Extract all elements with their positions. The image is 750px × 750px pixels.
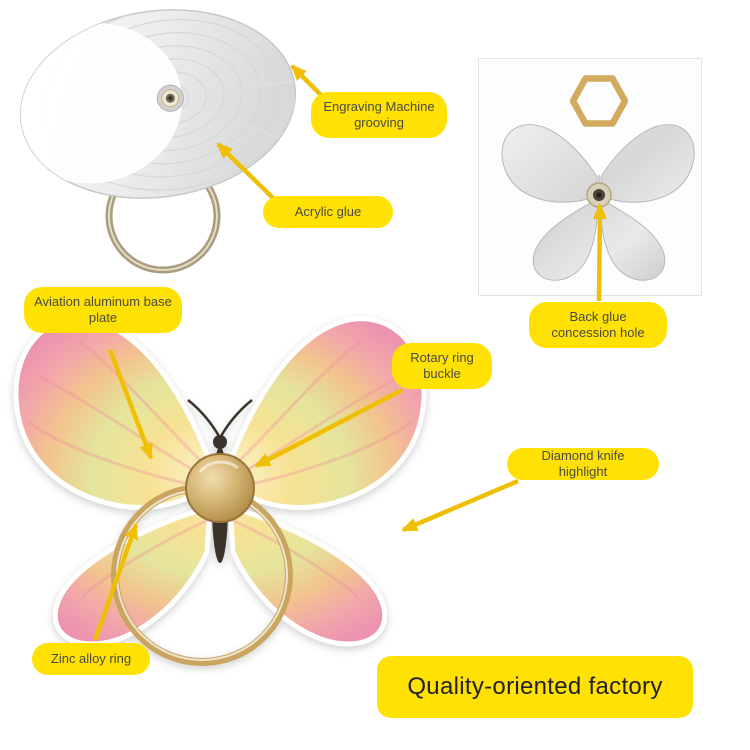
antenna-left xyxy=(187,399,222,439)
quality-banner: Quality-oriented factory xyxy=(377,656,693,718)
gold-hex-ring xyxy=(569,75,629,127)
rotary-buckle xyxy=(185,453,255,523)
callout-back-glue-hole: Back glue concession hole xyxy=(529,302,667,348)
glare-highlight xyxy=(8,22,183,184)
callout-rotary-ring-buckle: Rotary ring buckle xyxy=(392,343,492,389)
silver-butterfly-photo-frame xyxy=(478,58,702,296)
callout-engraving-grooving: Engraving Machine grooving xyxy=(311,92,447,138)
antenna-right xyxy=(218,399,253,439)
rivet xyxy=(156,84,184,112)
callout-aluminum-base-plate: Aviation aluminum base plate xyxy=(24,287,182,333)
back-glue-hole xyxy=(586,182,612,208)
callout-diamond-knife-highlight: Diamond knife highlight xyxy=(507,448,659,480)
callout-zinc-alloy-ring: Zinc alloy ring xyxy=(32,643,150,675)
acrylic-pad xyxy=(8,4,297,199)
silver-butterfly-plate xyxy=(501,124,695,281)
acrylic-oval-holder-image xyxy=(8,4,297,274)
callout-acrylic-glue: Acrylic glue xyxy=(263,196,393,228)
silver-butterfly-image xyxy=(501,75,695,281)
